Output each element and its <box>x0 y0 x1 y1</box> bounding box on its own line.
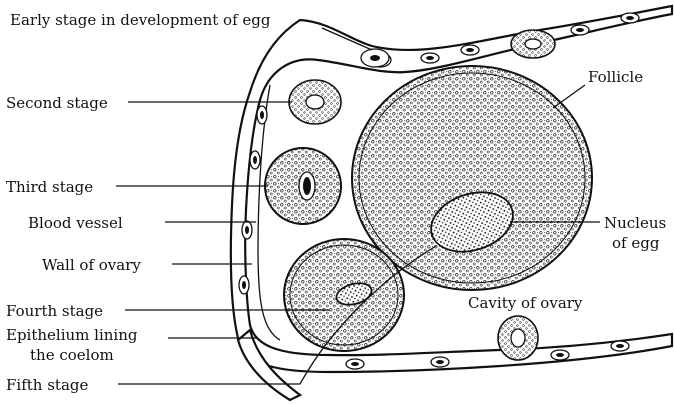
label-nucleus-line2: of egg <box>612 234 660 252</box>
label-blood-vessel: Blood vessel <box>28 214 123 232</box>
label-epithelium-line1: Epithelium lining <box>6 326 138 344</box>
bottom-right-follicle <box>498 316 538 360</box>
label-fourth-stage: Fourth stage <box>6 302 103 320</box>
label-cavity-of-ovary: Cavity of ovary <box>468 294 583 312</box>
label-second-stage: Second stage <box>6 94 108 112</box>
early-stage-follicle <box>511 30 555 58</box>
label-nucleus-line1: Nucleus <box>604 214 666 232</box>
third-stage-follicle <box>265 148 341 224</box>
label-fifth-stage: Fifth stage <box>6 376 88 394</box>
early-stage-egg <box>361 49 389 67</box>
fourth-stage-follicle <box>284 239 404 351</box>
label-early-stage: Early stage in development of egg <box>10 11 271 29</box>
second-stage-follicle <box>289 80 341 124</box>
label-third-stage: Third stage <box>6 178 93 196</box>
label-follicle: Follicle <box>588 68 643 86</box>
label-epithelium-line2: the coelom <box>30 346 114 364</box>
label-wall-of-ovary: Wall of ovary <box>42 256 141 274</box>
